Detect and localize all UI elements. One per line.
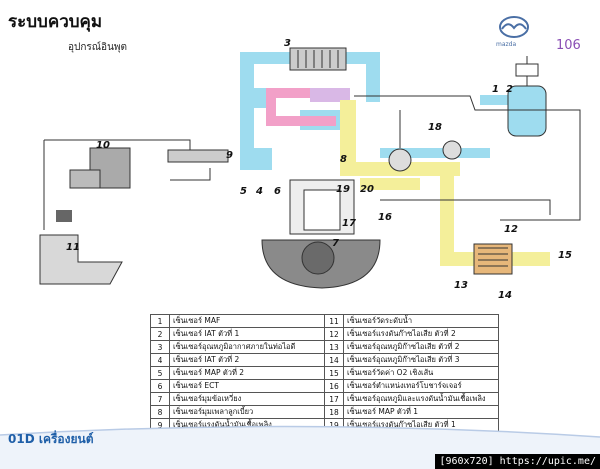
part-number: 18 bbox=[324, 405, 344, 419]
label-3: 3 bbox=[284, 38, 291, 49]
label-20: 20 bbox=[360, 184, 374, 195]
label-9: 9 bbox=[226, 150, 233, 161]
mazda-logo bbox=[499, 16, 529, 38]
part-name: เซ็นเซอร์วัดค่า O2 เชิงเส้น bbox=[343, 366, 499, 380]
part-name: เซ็นเซอร์ IAT ตัวที่ 2 bbox=[169, 353, 325, 367]
label-15: 15 bbox=[558, 250, 572, 261]
part-number: 6 bbox=[150, 379, 170, 393]
intercooler bbox=[289, 47, 347, 71]
logo-text: mazda bbox=[496, 41, 517, 48]
label-1: 1 bbox=[492, 84, 499, 95]
fuel-rail bbox=[69, 147, 229, 189]
label-12: 12 bbox=[504, 224, 518, 235]
egr-path bbox=[266, 88, 350, 126]
part-number: 13 bbox=[324, 340, 344, 354]
part-name: เซ็นเซอร์อุณหภูมิก๊าซไอเสีย ตัวที่ 3 bbox=[343, 353, 499, 367]
label-19: 19 bbox=[336, 184, 350, 195]
engine-system-diagram: 1 2 3 4 5 6 7 8 9 10 11 12 13 14 15 16 1… bbox=[39, 38, 581, 301]
footer-label: 01D เครื่องยนต์ bbox=[8, 432, 94, 446]
part-number: 11 bbox=[324, 314, 344, 328]
part-name: เซ็นเซอร์แรงดันก๊าซไอเสีย ตัวที่ 2 bbox=[343, 327, 499, 341]
part-name: เซ็นเซอร์ MAF bbox=[169, 314, 325, 328]
diagram-labels: 1 2 3 4 5 6 7 8 9 10 11 12 13 14 15 16 1… bbox=[66, 38, 572, 301]
part-number: 12 bbox=[324, 327, 344, 341]
part-number: 1 bbox=[150, 314, 170, 328]
label-7: 7 bbox=[332, 238, 339, 249]
part-name: เซ็นเซอร์อุณหภูมิอากาศภายในท่อไอดี bbox=[169, 340, 325, 354]
turbocharger bbox=[388, 140, 462, 172]
label-6: 6 bbox=[274, 186, 281, 197]
part-number: 14 bbox=[324, 353, 344, 367]
wiring bbox=[43, 95, 581, 230]
label-18: 18 bbox=[428, 122, 442, 133]
label-4: 4 bbox=[255, 186, 263, 197]
part-name: เซ็นเซอร์ MAP ตัวที่ 2 bbox=[169, 366, 325, 380]
label-16: 16 bbox=[378, 212, 392, 223]
part-number: 5 bbox=[150, 366, 170, 380]
fuel-tank bbox=[507, 56, 547, 137]
label-14: 14 bbox=[498, 290, 512, 301]
part-number: 3 bbox=[150, 340, 170, 354]
page-number: 106 bbox=[556, 38, 581, 53]
part-name: เซ็นเซอร์อุณหภูมิก๊าซไอเสีย ตัวที่ 2 bbox=[343, 340, 499, 354]
label-10: 10 bbox=[96, 140, 110, 151]
part-number: 4 bbox=[150, 353, 170, 367]
part-name: เซ็นเซอร์ ECT bbox=[169, 379, 325, 393]
watermark: [960x720] https://upic.me/ bbox=[435, 454, 600, 469]
low-fuel-tank bbox=[39, 210, 123, 285]
part-name: เซ็นเซอร์อุณหภูมิและแรงดันน้ำมันเชื้อเพล… bbox=[343, 392, 499, 406]
label-11: 11 bbox=[66, 242, 80, 253]
part-name: เซ็นเซอร์ MAP ตัวที่ 1 bbox=[343, 405, 499, 419]
part-name: เซ็นเซอร์ IAT ตัวที่ 1 bbox=[169, 327, 325, 341]
engine-block bbox=[261, 179, 381, 289]
part-number: 17 bbox=[324, 392, 344, 406]
label-8: 8 bbox=[340, 154, 347, 165]
label-2: 2 bbox=[506, 84, 513, 95]
part-name: เซ็นเซอร์ตำแหน่งเทอร์โบชาร์จเจอร์ bbox=[343, 379, 499, 393]
part-name: เซ็นเซอร์มุมข้อเหวี่ยง bbox=[169, 392, 325, 406]
part-number: 8 bbox=[150, 405, 170, 419]
particulate-filter bbox=[473, 243, 513, 275]
part-number: 16 bbox=[324, 379, 344, 393]
label-5: 5 bbox=[240, 186, 247, 197]
part-number: 15 bbox=[324, 366, 344, 380]
label-17: 17 bbox=[342, 218, 356, 229]
part-name: เซ็นเซอร์มุมเพลาลูกเบี้ยว bbox=[169, 405, 325, 419]
label-13: 13 bbox=[454, 280, 468, 291]
part-number: 2 bbox=[150, 327, 170, 341]
page-subtitle: อุปกรณ์อินพุต bbox=[68, 42, 127, 53]
part-number: 7 bbox=[150, 392, 170, 406]
part-name: เซ็นเซอร์วัดระดับน้ำ bbox=[343, 314, 499, 328]
page-title: ระบบควบคุม bbox=[8, 12, 103, 32]
intake-path bbox=[240, 52, 510, 170]
